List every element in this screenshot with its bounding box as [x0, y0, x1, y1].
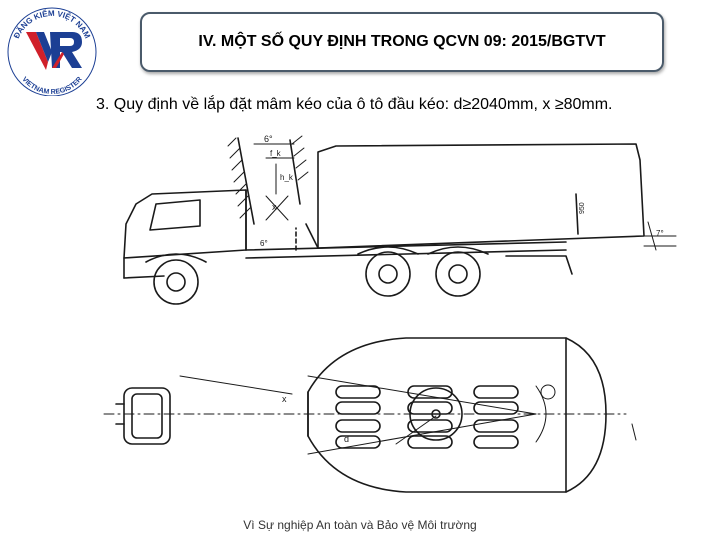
label-d-plan: d	[344, 434, 349, 444]
label-x-side: x	[272, 202, 277, 212]
svg-text:950: 950	[579, 202, 586, 214]
label-x-plan: x	[282, 394, 287, 404]
section-subtitle: 3. Quy định về lắp đặt mâm kéo của ô tô …	[96, 96, 613, 113]
vietnam-register-logo: ĐĂNG KIỂM VIỆT NAM VIETNAM REGISTER	[7, 7, 97, 96]
label-fk: f_k	[270, 149, 282, 158]
label-seven-deg: 7°	[656, 229, 664, 238]
label-hk: h_k	[280, 173, 294, 182]
hatch-right	[291, 135, 309, 181]
slide-title-box: IV. MỘT SỐ QUY ĐỊNH TRONG QCVN 09: 2015/…	[140, 12, 664, 72]
label-six-plus: 6°	[264, 134, 273, 144]
side-view: 6° f_k h_k x 6° 950 7°	[123, 134, 677, 305]
slide-title: IV. MỘT SỐ QUY ĐỊNH TRONG QCVN 09: 2015/…	[198, 33, 606, 50]
footer-slogan: Vì Sự nghiệp An toàn và Bảo vệ Môi trườn…	[243, 518, 477, 532]
tractor-fifth-wheel-drawing: 6° f_k h_k x 6° 950 7°	[103, 134, 677, 493]
label-six-deg: 6°	[260, 239, 268, 248]
plan-view: x d	[115, 337, 637, 493]
